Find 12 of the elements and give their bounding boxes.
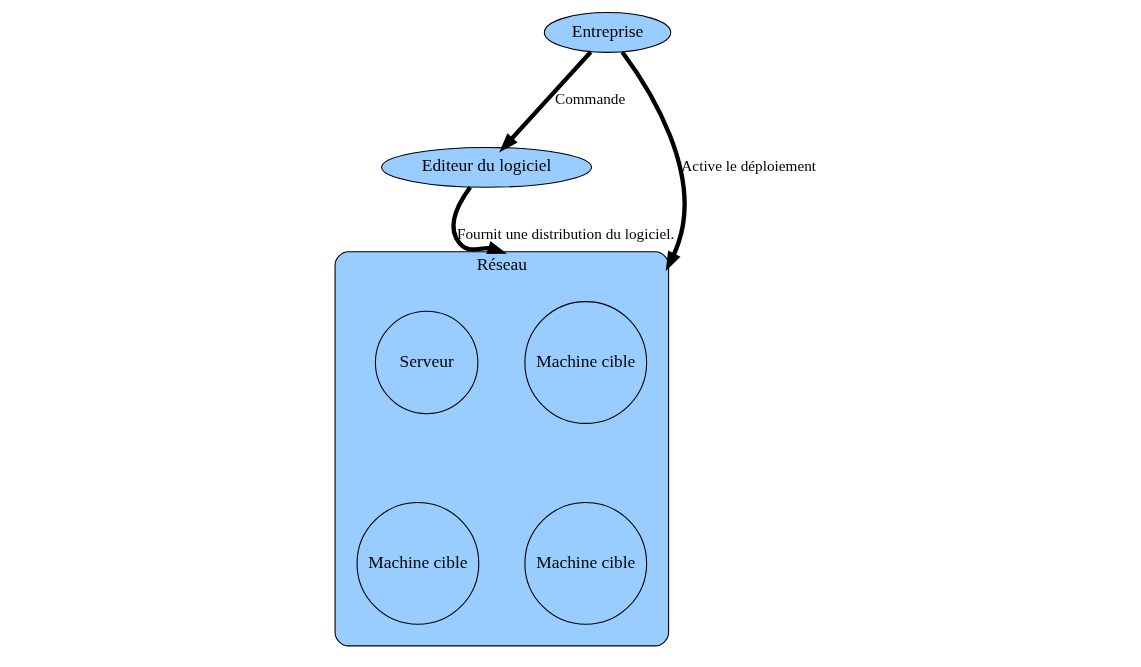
arrow [499,50,593,153]
edge-label: Fournit une distribution du logiciel. [456,224,675,242]
edge-label: Active le déploiement [681,157,817,175]
node-circle: Machine cible [524,502,648,625]
arrow [451,186,507,255]
node-ellipse: Entreprise [543,12,672,53]
node-circle: Serveur [374,310,479,415]
node-ellipse: Editeur du logiciel [381,146,593,188]
edge-label: Commande [554,89,626,107]
node-circle: Machine cible [356,502,480,625]
node-circle: Machine cible [524,301,648,424]
arrow [620,50,687,272]
